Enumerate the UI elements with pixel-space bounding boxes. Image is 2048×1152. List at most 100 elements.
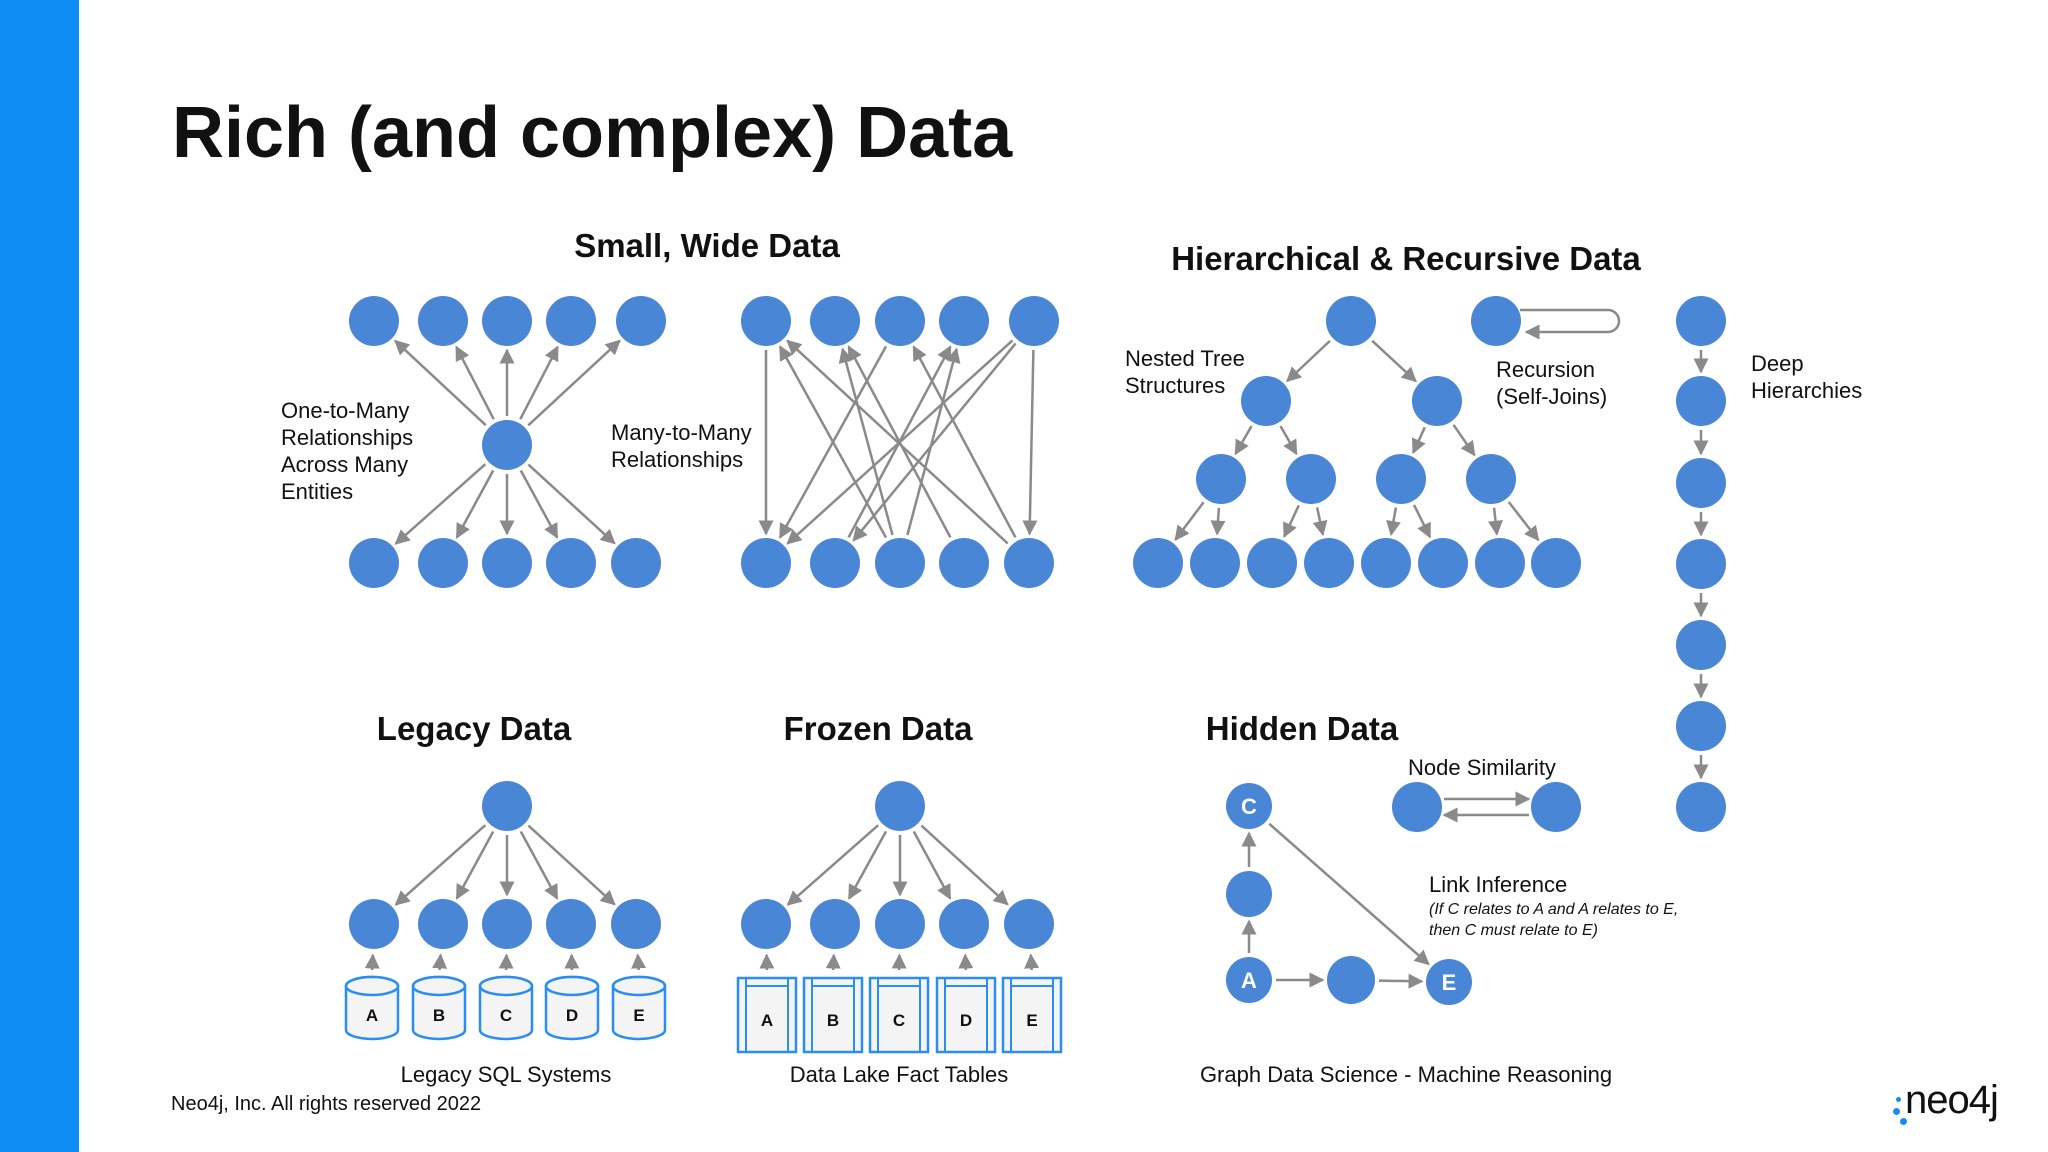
section-title-frozen: Frozen Data	[784, 710, 974, 747]
graph-node-mtm-bot-3	[939, 538, 989, 588]
caption-hidden: Graph Data Science - Machine Reasoning	[1200, 1062, 1612, 1087]
node-letter-c: C	[1241, 794, 1257, 819]
self-loop-arrow	[1520, 308, 1621, 340]
graph-node-otm-bot-1	[418, 538, 468, 588]
svg-text:A: A	[761, 1011, 773, 1030]
legacy-databases: A B C D E	[344, 975, 667, 1041]
graph-node-hidden-mid	[1226, 871, 1272, 917]
link-inference-note: (If C relates to A and A relates to E, t…	[1429, 901, 1683, 939]
caption-legacy: Legacy SQL Systems	[401, 1062, 612, 1087]
graph-node-legacy-3	[546, 899, 596, 949]
svg-text:E: E	[1026, 1011, 1037, 1030]
edge-arrow-tree-l2-2-to-tree-l3-5	[1412, 504, 1432, 539]
slide-title: Rich (and complex) Data	[172, 93, 1013, 173]
graph-node-otm-bot-3	[546, 538, 596, 588]
edge-arrow-otm-center-to-otm-bot-3	[519, 469, 559, 539]
graph-node-tree-l1-1	[1412, 376, 1462, 426]
graph-node-tree-l3-6	[1475, 538, 1525, 588]
database-cylinder-c: C	[478, 975, 534, 1041]
graph-node-otm-top-4	[616, 296, 666, 346]
graph-node-otm-top-2	[482, 296, 532, 346]
graph-node-otm-top-3	[546, 296, 596, 346]
edge-arrow-tree-l2-3-to-tree-l3-6	[1488, 507, 1503, 536]
graph-node-hidden-b	[1327, 956, 1375, 1004]
graph-node-chain-4	[1676, 620, 1726, 670]
edge-arrow-frozen-root-to-frozen-3	[912, 830, 952, 900]
section-title-hidden: Hidden Data	[1206, 710, 1399, 747]
graph-node-chain-5	[1676, 701, 1726, 751]
edge-arrow-otm-center-to-otm-bot-1	[455, 469, 495, 539]
svg-text:D: D	[960, 1011, 972, 1030]
edge-arrow-otm-center-to-otm-top-3	[519, 345, 559, 420]
edge-arrow-mtm-top-4-to-mtm-bot-4	[1022, 349, 1038, 536]
fact-table-c: C	[868, 976, 930, 1054]
edge-arrow-tree-l1-0-to-tree-l2-0	[1234, 425, 1253, 456]
edge-arrow-tree-l1-1-to-tree-l2-3	[1452, 424, 1476, 457]
label-many-to-many: Many-to-Many Relationships	[611, 420, 758, 472]
label-node-similarity: Node Similarity	[1408, 755, 1556, 780]
label-one-to-many: One-to-Many Relationships Across Many En…	[281, 398, 419, 504]
graph-node-tree-l3-2	[1247, 538, 1297, 588]
graph-node-tree-root	[1326, 296, 1376, 346]
edge-arrow-otm-center-to-otm-top-4	[527, 339, 621, 427]
edge-arrow-tree-l1-0-to-tree-l2-1	[1279, 425, 1298, 456]
graph-node-otm-top-1	[418, 296, 468, 346]
edge-arrow-mtm-bot-2-to-mtm-top-3	[906, 347, 961, 536]
edge-arrow-mtm-bot-2-to-mtm-top-1	[838, 347, 894, 536]
caption-frozen: Data Lake Fact Tables	[790, 1062, 1009, 1087]
graph-node-legacy-0	[349, 899, 399, 949]
edge-arrow-frozen-root-to-frozen-1	[847, 830, 888, 900]
graph-node-mtm-top-3	[939, 296, 989, 346]
section-title-legacy: Legacy Data	[377, 710, 572, 747]
edge-arrow-tbl-4-to-frozen-4	[1024, 953, 1040, 971]
edge-arrow-legacy-root-to-legacy-1	[455, 830, 495, 900]
label-link-inference: Link Inference	[1429, 872, 1567, 897]
edge-arrow-tbl-3-to-frozen-3	[958, 953, 974, 971]
copyright-footer: Neo4j, Inc. All rights reserved 2022	[171, 1093, 482, 1115]
graph-node-mtm-bot-0	[741, 538, 791, 588]
graph-node-otm-center	[482, 420, 532, 470]
edge-arrow-db-4-to-legacy-4	[631, 953, 647, 971]
graph-node-legacy-root	[482, 781, 532, 831]
edge-arrow-hidden-c-to-hidden-e	[1268, 822, 1430, 966]
graph-node-hidden-e	[1426, 959, 1472, 1005]
graph-node-tree-l3-7	[1531, 538, 1581, 588]
edge-arrow-tree-l2-1-to-tree-l3-2	[1283, 504, 1300, 539]
svg-text:B: B	[433, 1006, 445, 1025]
edge-arrow-legacy-root-to-legacy-4	[527, 824, 616, 906]
graph-node-frozen-2	[875, 899, 925, 949]
graph-node-mtm-bot-1	[810, 538, 860, 588]
graph-node-tree-l3-5	[1418, 538, 1468, 588]
graph-node-hidden-c	[1226, 783, 1272, 829]
edge-arrow-otm-center-to-otm-bot-0	[394, 463, 487, 545]
graph-node-sim-right	[1531, 782, 1581, 832]
graph-node-legacy-1	[418, 899, 468, 949]
edge-arrow-tbl-1-to-frozen-1	[825, 953, 841, 971]
edge-arrow-tree-l2-0-to-tree-l3-0	[1174, 501, 1205, 541]
fact-table-d: D	[935, 976, 997, 1054]
database-cylinder-e: E	[611, 975, 667, 1041]
edge-arrow-otm-center-to-otm-bot-4	[527, 463, 616, 545]
edge-arrow-mtm-bot-4-to-mtm-top-2	[912, 345, 1017, 538]
graph-node-otm-top-0	[349, 296, 399, 346]
graph-node-frozen-4	[1004, 899, 1054, 949]
logo-text: neo4j	[1905, 1078, 1999, 1122]
svg-text:E: E	[633, 1006, 644, 1025]
edge-arrow-tree-l2-0-to-tree-l3-1	[1210, 507, 1226, 536]
graph-node-chain-3	[1676, 539, 1726, 589]
node-letter-a: A	[1241, 968, 1257, 993]
graph-node-otm-bot-2	[482, 538, 532, 588]
graph-node-mtm-top-4	[1009, 296, 1059, 346]
graph-node-frozen-root	[875, 781, 925, 831]
node-letter-e: E	[1442, 970, 1457, 995]
edge-arrow-hidden-b-to-hidden-e	[1378, 973, 1424, 989]
svg-text:D: D	[566, 1006, 578, 1025]
graph-node-tree-l2-0	[1196, 454, 1246, 504]
graph-node-chain-1	[1676, 376, 1726, 426]
graph-node-frozen-3	[939, 899, 989, 949]
edge-arrow-legacy-root-to-legacy-3	[519, 830, 559, 900]
database-cylinder-d: D	[544, 975, 600, 1041]
database-cylinder-b: B	[411, 975, 467, 1041]
label-recursion: Recursion (Self-Joins)	[1496, 357, 1607, 409]
